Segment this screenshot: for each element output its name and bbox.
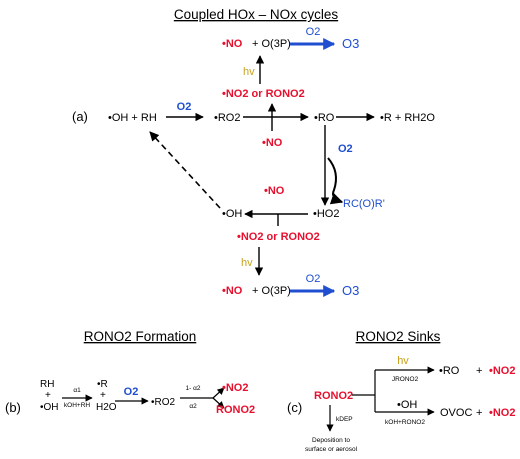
f-plus2: + <box>100 390 106 401</box>
s-no2-1: •NO2 <box>489 365 515 377</box>
hv-top: hv <box>243 66 255 78</box>
s-j-rono2: JRONO2 <box>392 376 419 383</box>
ro2: •RO2 <box>214 112 240 124</box>
f-rh: RH <box>40 379 54 390</box>
o2-bottom: O2 <box>306 273 321 285</box>
no-top: •NO <box>222 38 243 50</box>
f-r: •R <box>97 379 108 390</box>
o3p-top: + O(3P) <box>252 38 291 50</box>
oh-plus-rh: •OH + RH <box>108 112 157 124</box>
s-rono2: RONO2 <box>314 390 353 402</box>
panel-label-c: (c) <box>287 400 302 415</box>
no-bottom: •NO <box>222 285 243 297</box>
f-k-oh-rh: kOH+RH <box>64 402 90 409</box>
s-deposition-2: surface or aerosol <box>305 446 358 453</box>
s-plus1: + <box>476 365 482 377</box>
s-ovoc: OVOC <box>440 407 472 419</box>
o3p-bottom: + O(3P) <box>252 285 291 297</box>
panel-label-b: (b) <box>5 400 21 415</box>
f-arrow-to-no2 <box>212 387 225 399</box>
f-one-minus-alpha2: 1- α2 <box>186 385 201 392</box>
f-h2o: H2O <box>96 402 117 413</box>
f-arrow-to-rono2 <box>212 397 225 409</box>
no-ho2: •NO <box>264 185 285 197</box>
no2-or-rono2-bottom: •NO2 or RONO2 <box>237 231 320 243</box>
rcor: RC(O)R' <box>343 198 385 210</box>
oh: •OH <box>222 208 242 220</box>
ro: •RO <box>314 112 335 124</box>
s-oh: •OH <box>397 399 417 411</box>
r-plus-rh2o: •R + RH2O <box>380 112 435 124</box>
s-plus2: + <box>476 407 482 419</box>
f-ro2: •RO2 <box>151 397 176 408</box>
s-no2-2: •NO2 <box>489 407 515 419</box>
no-ro2: •NO <box>262 137 283 149</box>
f-o2: O2 <box>124 386 139 398</box>
f-rono2: RONO2 <box>216 404 255 416</box>
s-deposition-1: Deposition to <box>312 437 350 444</box>
s-hv: hv <box>397 355 409 367</box>
f-alpha2: α2 <box>189 403 197 410</box>
title-rono2-sinks: RONO2 Sinks <box>356 329 441 344</box>
o2-top: O2 <box>306 26 321 38</box>
s-ro: •RO <box>439 365 460 377</box>
f-oh: •OH <box>40 402 59 413</box>
title-coupled-cycles: Coupled HOx – NOx cycles <box>174 7 339 22</box>
o3-top: O3 <box>342 36 359 51</box>
no2-or-rono2-top: •NO2 or RONO2 <box>222 88 305 100</box>
panel-label-a: (a) <box>72 109 88 124</box>
o3-bottom: O3 <box>342 283 359 298</box>
f-plus1: + <box>45 390 51 401</box>
arrow-dashed-return <box>149 131 221 209</box>
f-alpha1: α1 <box>73 387 81 394</box>
s-k-dep: kDEP <box>336 416 353 423</box>
f-no2: •NO2 <box>222 382 248 394</box>
s-k-oh-rono2: kOH+RONO2 <box>385 419 425 426</box>
hv-bottom: hv <box>241 257 253 269</box>
o2-ro-label: O2 <box>338 143 353 155</box>
o2-label: O2 <box>177 101 192 113</box>
arrow-curve-rcor <box>327 157 344 205</box>
ho2: •HO2 <box>313 208 339 220</box>
title-rono2-formation: RONO2 Formation <box>84 329 197 344</box>
